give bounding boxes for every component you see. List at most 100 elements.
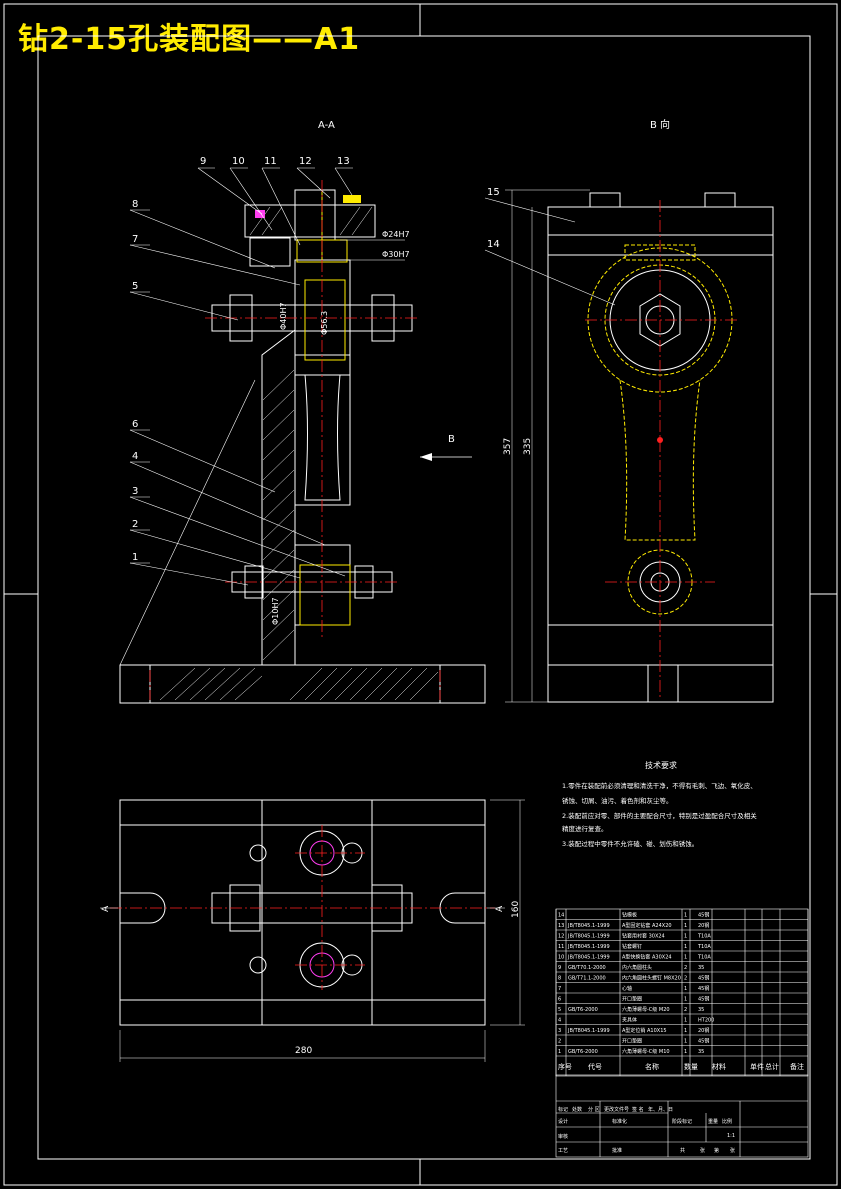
balloon-11: 11 (264, 156, 277, 167)
bom-cell-mat: T10A (697, 934, 711, 940)
drawing-title: 钻2-15孔装配图——A1 (18, 22, 361, 57)
tb-page2: 张 (730, 1147, 735, 1154)
bom-cell-mat: 45钢 (698, 996, 709, 1003)
bom-cell-no: 11 (558, 944, 564, 950)
tb-page: 第 (714, 1147, 719, 1154)
bom-cell-qty: 1 (684, 997, 687, 1003)
bom-cell-no: 8 (558, 976, 561, 982)
bom-cell-qty: 2 (684, 965, 687, 971)
balloon-10: 10 (232, 156, 245, 167)
balloon-3: 3 (132, 486, 138, 497)
bom-cell-mat: T10A (697, 955, 711, 961)
section-label: A-A (318, 120, 335, 131)
upper-bolt (211, 279, 413, 361)
tech-line-1: 1.零件在装配前必须清理和清洗干净，不得有毛刺、飞边、氧化皮、 (562, 781, 757, 790)
bom-header-total_w: 总计 (765, 1062, 779, 1071)
bom-cell-code: JB/T8045.1-1999 (567, 955, 610, 961)
tech-line-3: 2.装配前应对零、部件的主要配合尺寸，特别是过盈配合尺寸及相关 (562, 811, 757, 820)
tb-weight: 重量 (708, 1118, 718, 1125)
bom-cell-name: 钻套用衬套 30X24 (622, 933, 665, 940)
bom-cell-name: 内六角圆柱头螺钉 M8X20 (622, 975, 681, 982)
base-plate (119, 664, 486, 704)
plate-hatch (249, 206, 373, 236)
drill-holes-top (249, 830, 363, 988)
sheet-frame (3, 3, 838, 1186)
bom-cell-qty: 1 (684, 934, 687, 940)
bom-cell-mat: 20钢 (698, 922, 709, 929)
tech-requirements: 技术要求 1.零件在装配前必须清理和清洗干净，不得有毛刺、飞边、氧化皮、 锈蚀、… (562, 760, 757, 848)
bom-cell-code: JB/T8045.1-1999 (567, 923, 610, 929)
bom-cell-qty: 1 (684, 986, 687, 992)
bom-header-mat: 材料 (712, 1062, 726, 1071)
tb-stage: 阶段标记 (672, 1118, 692, 1125)
bom-cell-mat: 45钢 (698, 1038, 709, 1045)
bom-cell-name: 内六角圆柱头 (622, 964, 652, 971)
bom-cell-qty: 1 (684, 1018, 687, 1024)
bom-cell-mat: 45钢 (698, 985, 709, 992)
bom-cell-no: 7 (558, 986, 561, 992)
bom-cell-no: 14 (558, 913, 564, 919)
bom-cell-name: 六角薄螺母-C级 M10 (622, 1048, 670, 1055)
tb-process: 工艺 (558, 1148, 568, 1154)
title-block-text: 标记 处数 分 区 更改文件号 签 名 年、月、日 设计 标准化 阶段标记 重量… (558, 1106, 735, 1154)
tech-line-2: 锈蚀、切屑、油污、着色剂和灰尘等。 (562, 796, 673, 805)
bom-cell-name: A型快换钻套 A30X24 (622, 954, 672, 961)
bom-header-code: 代号 (588, 1062, 602, 1071)
dimension-labels: Φ24H7 Φ30H7 Φ40H7 Φ56.3 Φ10H7 (271, 230, 410, 625)
tb-zone: 分 区 (588, 1106, 600, 1113)
bushing-screw (343, 195, 361, 203)
tb-approve: 批准 (612, 1147, 622, 1154)
dim-d5: Φ10H7 (271, 597, 280, 625)
view-b: B 向 (484, 118, 774, 703)
tb-change: 更改文件号 (604, 1106, 629, 1113)
bom-cell-name: A型固定钻套 A24X20 (622, 922, 672, 929)
balloon-7: 7 (132, 234, 138, 245)
bom-cell-mat: HT200 (698, 1018, 714, 1024)
bom-cell-qty: 1 (684, 944, 687, 950)
tb-scale-val: 1:1 (727, 1133, 735, 1139)
bom-cell-mat: 35 (698, 1007, 704, 1013)
bom-cell-name: A型定位销 A10X15 (622, 1027, 667, 1034)
bom-header-name: 名称 (645, 1062, 659, 1071)
balloon-2: 2 (132, 519, 138, 530)
balloon-12: 12 (299, 156, 312, 167)
tb-sheet: 共 (680, 1147, 685, 1154)
tb-scale: 比例 (722, 1118, 732, 1125)
bom-cell-qty: 2 (684, 976, 687, 982)
bom-cell-no: 1 (558, 1049, 561, 1055)
section-mark-right: A (495, 905, 505, 912)
bom-cell-no: 12 (558, 934, 564, 940)
bom-cell-qty: 1 (684, 923, 687, 929)
bom-header-unit_w: 单件 (750, 1062, 764, 1071)
bom-header-qty: 数量 (684, 1062, 698, 1071)
bom-cell-name: 钻套螺钉 (622, 943, 642, 950)
tb-design: 设计 (558, 1118, 568, 1125)
bom-cell-code: JB/T8045.1-1999 (567, 1028, 610, 1034)
lower-bolt (231, 564, 393, 626)
bom-cell-mat: 45钢 (698, 975, 709, 982)
bom-cell-no: 6 (558, 997, 561, 1003)
bom-cell-no: 4 (558, 1018, 561, 1024)
dim-w: 280 (295, 1046, 312, 1056)
bom-cell-mat: 35 (698, 965, 704, 971)
bom-cell-name: 夹具体 (622, 1017, 637, 1024)
view-b-centerlines (585, 200, 740, 700)
bom-header-no: 序号 (558, 1062, 572, 1071)
top-view: 280 160 A A (100, 799, 525, 1062)
tech-line-5: 3.装配过程中零件不允许磕、碰、划伤和锈蚀。 (562, 839, 698, 848)
tb-count: 处数 (572, 1106, 582, 1113)
balloon-14: 14 (487, 239, 500, 250)
bom-cell-mat: 35 (698, 1049, 704, 1055)
bom-cell-name: 开口垫圈 (622, 1038, 642, 1045)
top-view-dimlines (100, 799, 525, 1062)
bom-cell-code: GB/T6-2000 (568, 1049, 598, 1055)
tb-sign: 签 名 (632, 1106, 644, 1113)
bom-cell-name: 心轴 (622, 985, 632, 992)
screw-marker (255, 210, 265, 218)
base-hatch (159, 667, 439, 701)
bom-cell-no: 10 (558, 955, 564, 961)
column-hatch (262, 369, 295, 661)
view-b-dimlines (505, 189, 590, 703)
